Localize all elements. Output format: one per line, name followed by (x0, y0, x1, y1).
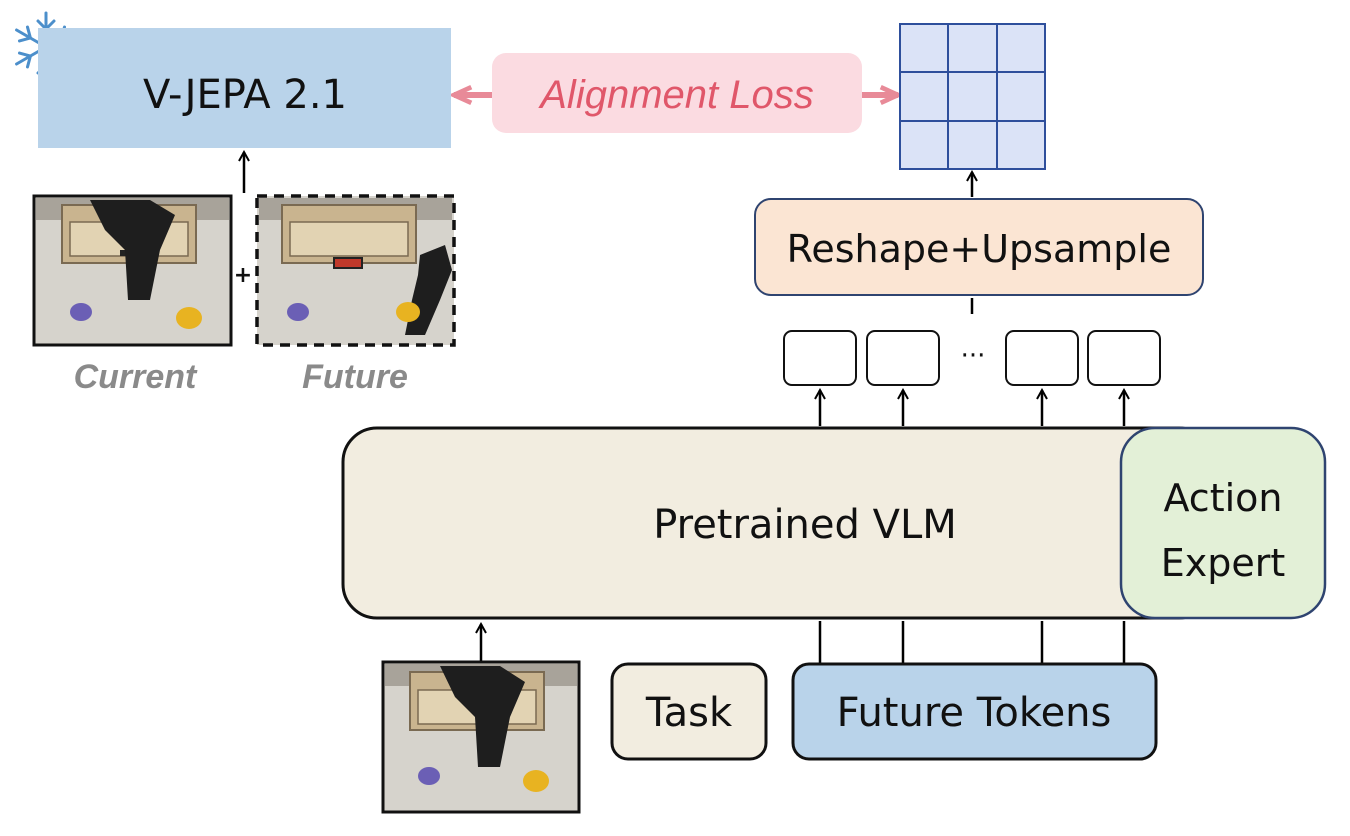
input-image (381, 660, 581, 814)
alignment-loss-label: Alignment Loss (538, 73, 813, 117)
vjepa-encoder-box: V-JEPA 2.1 (38, 28, 451, 148)
future-tokens-label: Future Tokens (837, 690, 1112, 736)
task-box: Task (610, 662, 768, 761)
pretrained-vlm-box: Pretrained VLM (341, 426, 1215, 620)
action-expert-line1: Action (1163, 476, 1282, 520)
reshape-label: Reshape+Upsample (787, 227, 1172, 271)
reshape-upsample-box: Reshape+Upsample (754, 198, 1204, 296)
current-caption: Current (74, 358, 198, 396)
vlm-label: Pretrained VLM (653, 502, 957, 548)
task-label: Task (645, 690, 733, 736)
current-frame-image (32, 194, 233, 347)
future-frame-image (255, 194, 456, 347)
future-tokens-box: Future Tokens (791, 621, 1158, 761)
vlm-to-token-arrows (820, 390, 1124, 426)
token-box (1005, 330, 1079, 386)
action-expert-line2: Expert (1161, 541, 1286, 585)
future-caption: Future (302, 358, 408, 396)
token-ellipsis: ··· (961, 341, 986, 371)
feature-grid (899, 23, 1046, 170)
alignment-loss: Alignment Loss (454, 53, 898, 133)
plus-sign: + (234, 263, 252, 288)
action-expert-box: Action Expert (1119, 426, 1327, 620)
token-box (783, 330, 857, 386)
token-box (1087, 330, 1161, 386)
vjepa-label: V-JEPA 2.1 (143, 72, 347, 118)
token-box (866, 330, 940, 386)
output-tokens (783, 330, 1161, 386)
